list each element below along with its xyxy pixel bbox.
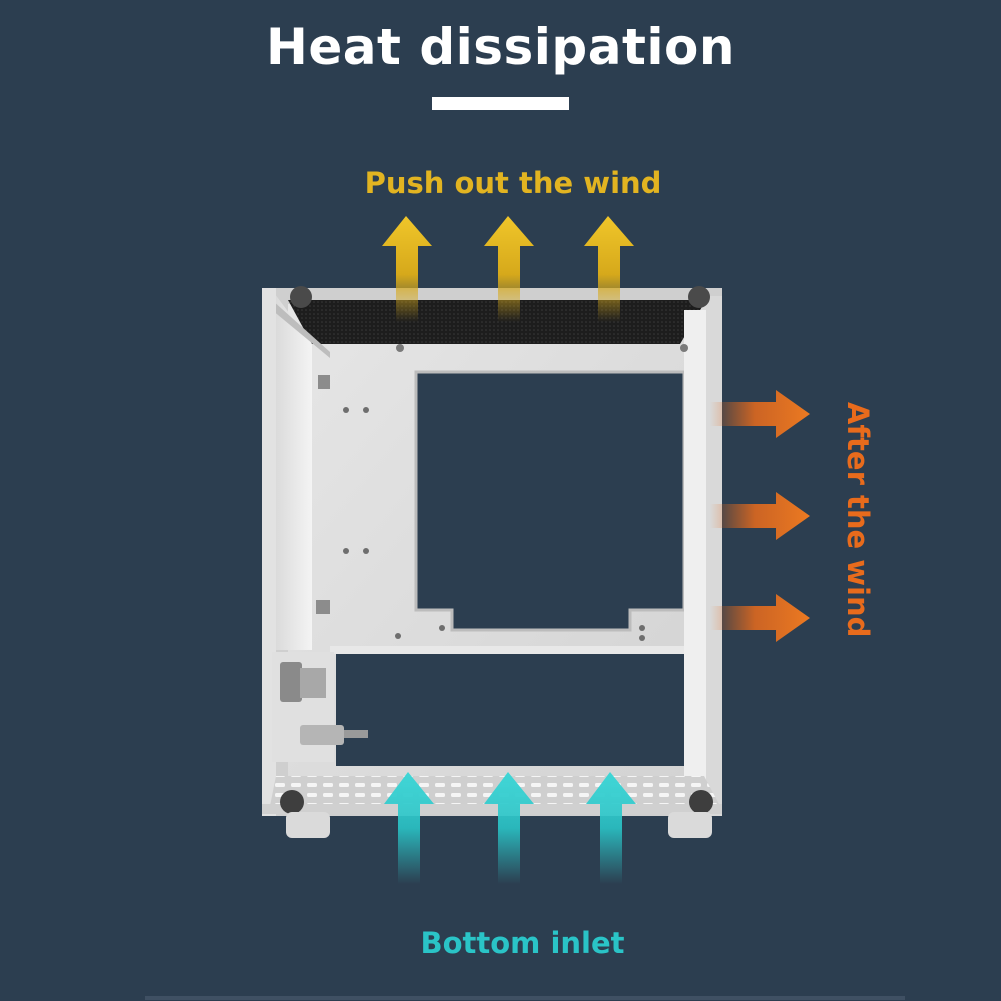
arrow-right-icon <box>710 594 810 642</box>
arrow-right-icon <box>710 390 810 438</box>
arrow-right-icon <box>710 492 810 540</box>
power-connector-housing <box>300 668 326 698</box>
right-frame-edge <box>706 296 722 816</box>
usb-cable-connector <box>300 725 344 745</box>
usb-cable-tip <box>344 730 368 738</box>
arrow-up-icon <box>384 772 434 884</box>
exhaust-top-arrows <box>382 216 634 322</box>
screw-hole <box>363 407 369 413</box>
arrow-up-icon <box>484 772 534 884</box>
corner-bumper <box>688 286 710 308</box>
screw-hole <box>363 548 369 554</box>
exhaust-top-label: Push out the wind <box>364 166 662 200</box>
lower-compartment-opening <box>336 652 684 766</box>
screw-hole <box>343 407 349 413</box>
exhaust-side-label: After the wind <box>841 402 875 638</box>
intake-bottom-arrows <box>384 772 636 884</box>
intake-bottom-label: Bottom inlet <box>420 926 625 960</box>
case-foot <box>668 812 712 838</box>
title-underline <box>432 97 569 110</box>
motherboard-cutout <box>414 370 686 632</box>
screw-hole <box>639 625 645 631</box>
divider-shelf <box>330 646 690 654</box>
right-frame-post <box>684 310 706 810</box>
corner-bumper <box>280 790 304 814</box>
arrow-up-icon <box>584 216 634 322</box>
page-title: Heat dissipation <box>266 18 735 76</box>
screw-hole <box>639 635 645 641</box>
screw-hole <box>680 344 688 352</box>
case-frame <box>262 286 722 838</box>
corner-bumper <box>689 790 713 814</box>
exhaust-side-arrows <box>710 390 810 642</box>
arrow-up-icon <box>586 772 636 884</box>
case-foot <box>286 812 330 838</box>
left-top-edge <box>272 300 330 358</box>
screw-hole <box>439 625 445 631</box>
drive-bracket-clip <box>316 600 330 614</box>
screw-hole <box>396 344 404 352</box>
bottom-frame-rail <box>262 804 722 814</box>
screw-hole <box>343 548 349 554</box>
arrow-up-icon <box>382 216 432 322</box>
bottom-divider <box>145 996 905 1000</box>
left-side-panel <box>272 290 312 650</box>
power-connector <box>280 662 302 702</box>
top-mesh-panel <box>288 300 706 344</box>
arrow-up-icon <box>484 216 534 322</box>
drive-bracket-clip <box>318 375 330 389</box>
screw-hole <box>395 633 401 639</box>
corner-bumper <box>290 286 312 308</box>
